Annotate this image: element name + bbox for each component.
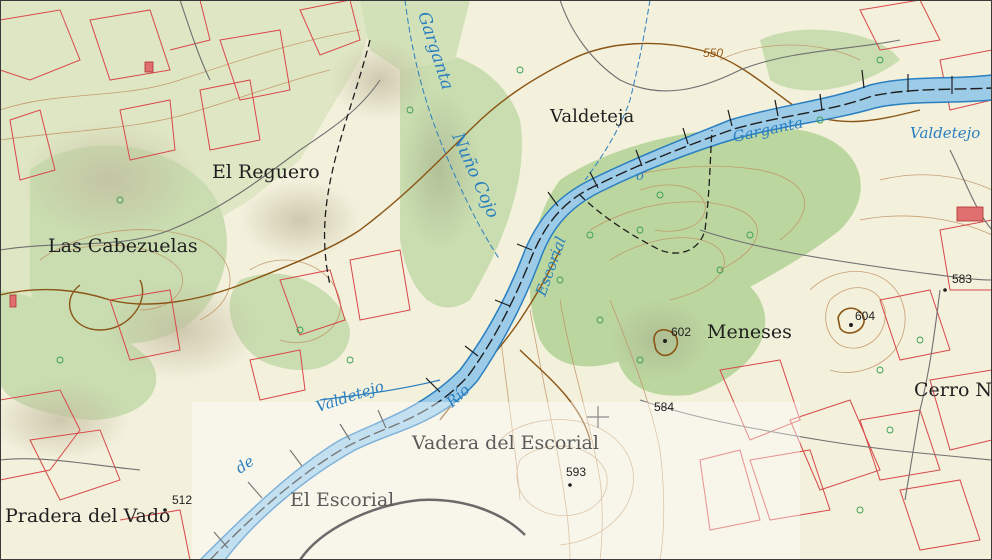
place-label-meneses: Meneses [707,321,792,343]
elevation-584: 584 [654,400,674,414]
place-label-valdeteja: Valdeteja [549,106,634,127]
summit-point-icon [163,288,947,512]
roads [0,0,992,501]
hillshade [0,40,710,460]
elevation-583: 583 [952,272,972,286]
crosshair-icon [587,406,609,428]
elevation-593: 593 [566,465,586,479]
selection-overlay[interactable] [192,402,800,560]
contour-lines [0,29,992,560]
place-label-vadera-del-escorial: Vadera del Escorial [411,432,599,454]
elevation-512: 512 [172,493,192,507]
place-label-el-reguero: El Reguero [212,161,320,183]
place-label-cerro: Cerro No [914,379,992,401]
water-label-valdetejo-right: Valdetejo [910,124,980,142]
railway-ticks [213,69,953,549]
water-label-o-mark: o [636,169,644,184]
trails [323,39,713,286]
river-garganta [199,74,992,560]
contour-label-550: 550 [703,46,723,60]
building-icon [9,61,984,308]
streams [319,0,651,401]
elevation-604: 604 [855,309,875,323]
place-label-el-escorial: El Escorial [290,489,394,511]
gray-circle-arc [298,498,526,560]
elevation-602: 602 [671,325,691,339]
place-label-pradera-del-vado: Pradera del Vado [5,505,170,527]
place-label-las-cabezuelas: Las Cabezuelas [48,235,198,257]
tree-symbol-icon [56,56,924,514]
railway [209,69,992,560]
